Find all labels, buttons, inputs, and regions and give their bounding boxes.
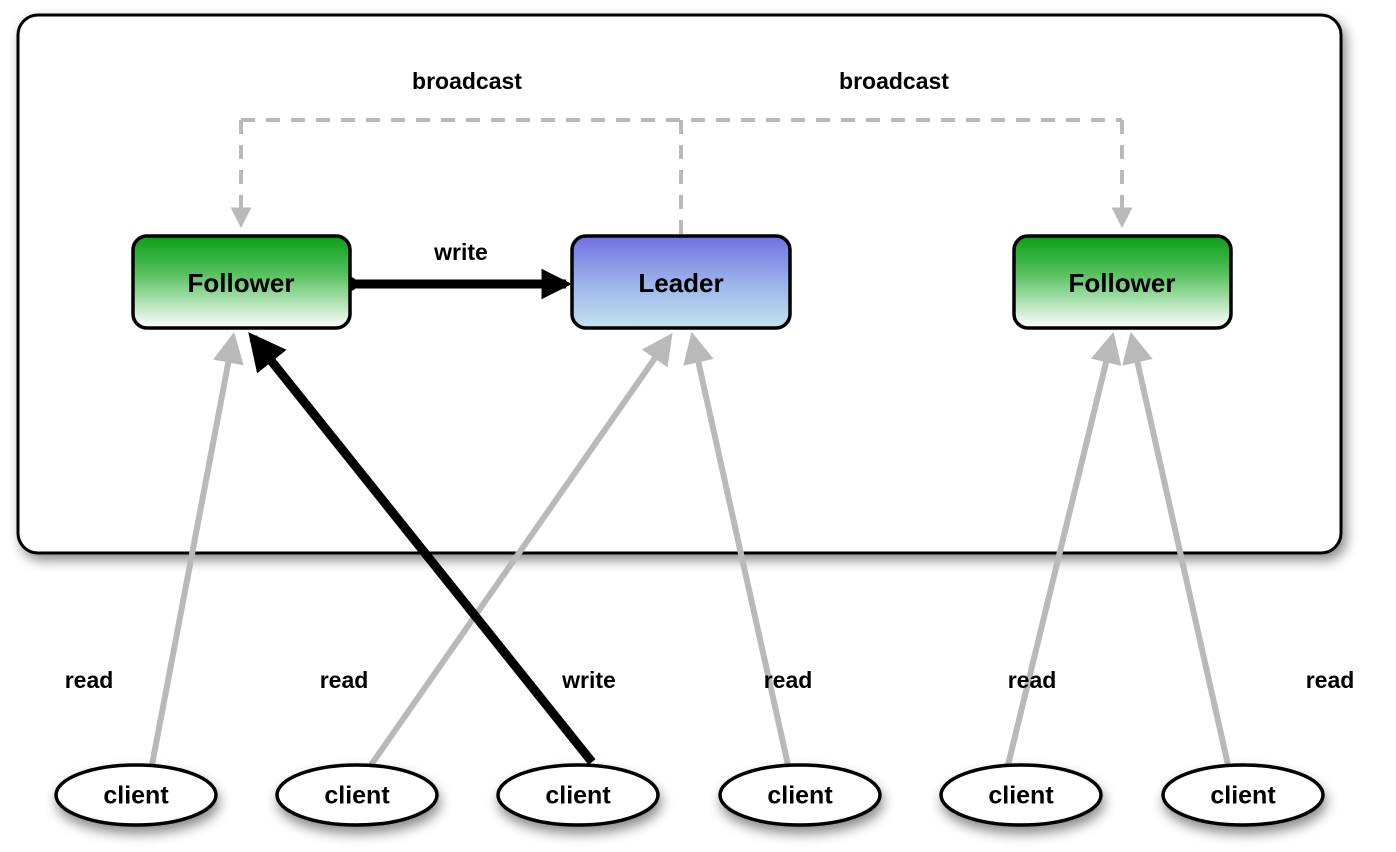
edge-read-client5-follower-right (1005, 331, 1122, 766)
client-node-4[interactable]: client (718, 763, 882, 827)
client-1-ellipse[interactable] (54, 763, 218, 827)
client-edges (149, 331, 1231, 767)
edge-label-read-client5: read (1008, 667, 1057, 693)
edge-read-client4-leader (683, 331, 791, 766)
edge-write-client3-follower-left (248, 332, 596, 765)
client-6-label: client (1210, 782, 1276, 810)
broadcast-label-right: broadcast (839, 68, 949, 94)
client-3-label: client (545, 782, 611, 810)
leader-box[interactable] (570, 234, 792, 330)
client-node-1[interactable]: client (54, 763, 218, 827)
edge-label-read-client6: read (1306, 667, 1355, 693)
broadcast-bus (230, 118, 1133, 234)
client-4-label: client (767, 782, 833, 810)
edge-read-client6-follower-right (1122, 331, 1231, 766)
follower-left-box[interactable] (131, 234, 352, 330)
client-5-label: client (988, 782, 1054, 810)
follower-right-box[interactable] (1012, 234, 1233, 330)
edge-label-read-client1: read (65, 667, 114, 693)
client-node-3[interactable]: client (496, 763, 660, 827)
follower-left-label: Follower (188, 268, 295, 298)
client-3-ellipse[interactable] (496, 763, 660, 827)
edge-read-client1-follower-left (149, 331, 244, 766)
leader-label: Leader (638, 268, 723, 298)
node-follower-right[interactable]: Follower (1012, 234, 1233, 330)
client-4-ellipse[interactable] (718, 763, 882, 827)
client-2-label: client (324, 782, 390, 810)
node-leader[interactable]: Leader (570, 234, 792, 330)
client-1-label: client (103, 782, 169, 810)
client-node-5[interactable]: client (939, 763, 1103, 827)
clients: client client client client client clien… (54, 763, 1325, 827)
edge-read-client2-leader (368, 332, 673, 767)
edge-label-read-client2: read (320, 667, 369, 693)
client-5-ellipse[interactable] (939, 763, 1103, 827)
client-2-ellipse[interactable] (275, 763, 439, 827)
follower-right-label: Follower (1069, 268, 1176, 298)
broadcast-label-left: broadcast (412, 68, 522, 94)
edge-label-write-follower-leader: write (433, 239, 488, 265)
node-follower-left[interactable]: Follower (131, 234, 352, 330)
edge-label-write-client3: write (561, 667, 616, 693)
client-node-6[interactable]: client (1161, 763, 1325, 827)
client-edge-labels: read read write read read read (65, 667, 1355, 693)
client-6-ellipse[interactable] (1161, 763, 1325, 827)
client-node-2[interactable]: client (275, 763, 439, 827)
edge-label-read-client4: read (764, 667, 813, 693)
